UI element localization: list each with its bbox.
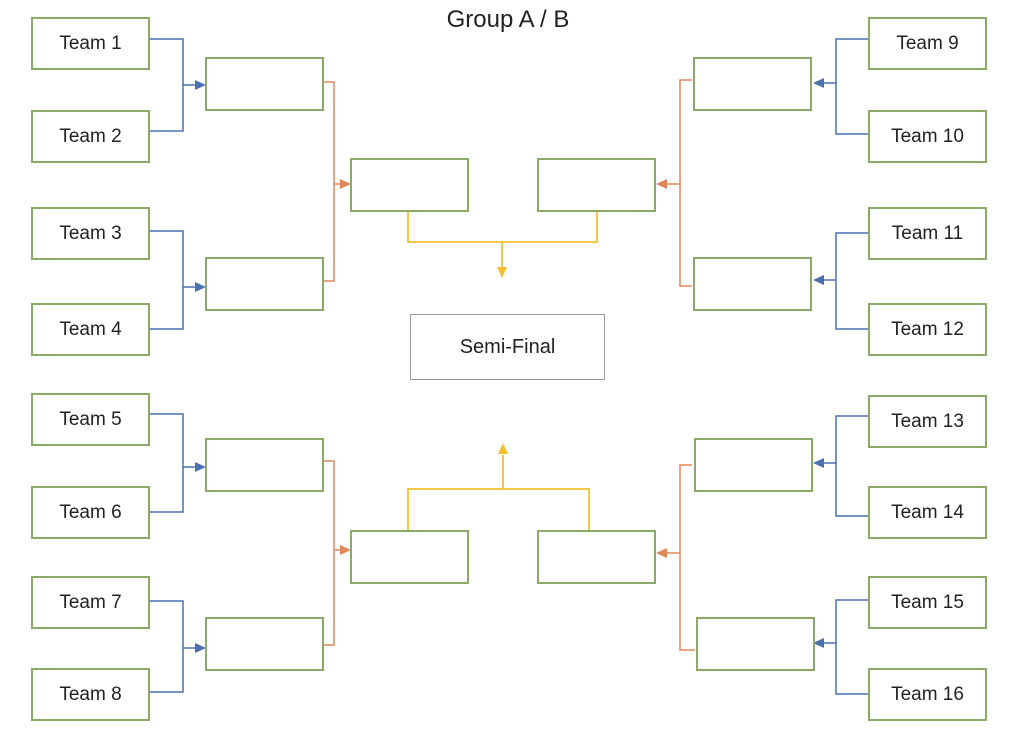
round3-slot-right-top: [537, 158, 656, 212]
team-box-9: Team 9: [868, 17, 987, 70]
team-box-14: Team 14: [868, 486, 987, 539]
team-box-7: Team 7: [31, 576, 150, 629]
team-box-12: Team 12: [868, 303, 987, 356]
team-box-6: Team 6: [31, 486, 150, 539]
round1-connectors-left: [150, 38, 196, 693]
team-box-5: Team 5: [31, 393, 150, 446]
team-box-2: Team 2: [31, 110, 150, 163]
quarterfinal-slot-left-2: [205, 257, 324, 311]
quarterfinal-slot-right-2: [693, 257, 812, 311]
round3-slot-left-top: [350, 158, 469, 212]
team-box-11: Team 11: [868, 207, 987, 260]
team-box-16: Team 16: [868, 668, 987, 721]
semi-final-box: Semi-Final: [410, 314, 605, 380]
team-box-8: Team 8: [31, 668, 150, 721]
team-box-15: Team 15: [868, 576, 987, 629]
quarterfinal-slot-right-1: [693, 57, 812, 111]
round1-arrows-right: [813, 78, 824, 648]
quarterfinal-slot-right-3: [694, 438, 813, 492]
round2-arrows: [340, 179, 667, 558]
round3-slot-right-bottom: [537, 530, 656, 584]
round3-slot-left-bottom: [350, 530, 469, 584]
quarterfinal-slot-left-1: [205, 57, 324, 111]
team-box-1: Team 1: [31, 17, 150, 70]
quarterfinal-slot-left-4: [205, 617, 324, 671]
team-box-4: Team 4: [31, 303, 150, 356]
quarterfinal-slot-left-3: [205, 438, 324, 492]
round3-connectors: [407, 211, 598, 531]
round3-arrows: [497, 267, 508, 454]
team-box-3: Team 3: [31, 207, 150, 260]
team-box-13: Team 13: [868, 395, 987, 448]
round1-arrows-left: [195, 80, 206, 653]
round1-connectors-right: [824, 38, 868, 695]
bracket-title: Group A / B: [446, 6, 570, 33]
quarterfinal-slot-right-4: [696, 617, 815, 671]
team-box-10: Team 10: [868, 110, 987, 163]
